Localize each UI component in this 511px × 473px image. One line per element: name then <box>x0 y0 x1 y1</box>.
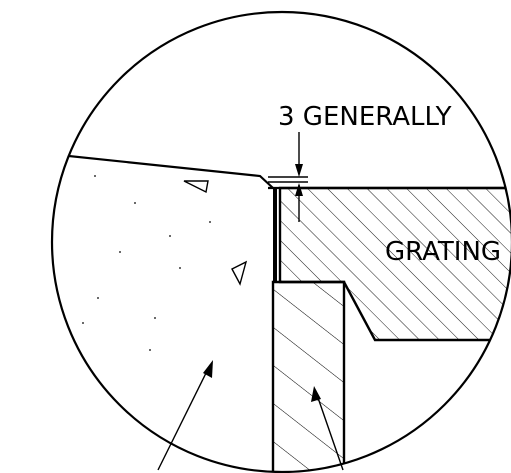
dimension-arrow <box>295 132 303 177</box>
angle-frame-vertical <box>273 188 277 282</box>
leader-arrow-concrete <box>157 360 213 471</box>
dimension-note: 3 GENERALLY <box>278 102 452 132</box>
concrete-speckles <box>82 175 211 351</box>
concrete-aggregate-triangle <box>183 180 209 194</box>
concrete-aggregate-triangle <box>231 260 248 286</box>
grating-label: GRATING <box>385 237 501 267</box>
dimension-arrow <box>295 183 303 222</box>
support-bar-section <box>271 280 346 472</box>
leader-arrow-support-bar <box>311 386 344 471</box>
slab-top-edge <box>52 151 274 189</box>
